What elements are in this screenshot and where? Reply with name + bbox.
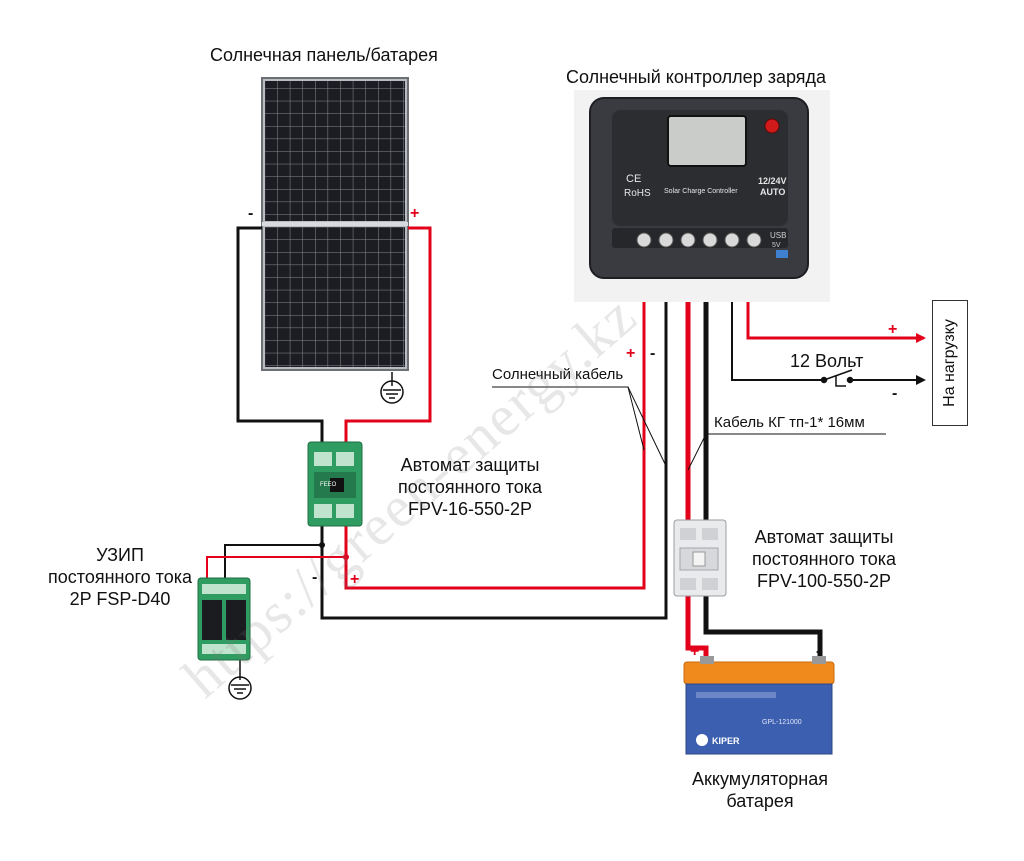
battery-plus-sign: + — [690, 643, 700, 660]
load-switch-symbol — [820, 369, 854, 387]
spd-label-line3: 2P FSP-D40 — [69, 589, 171, 609]
controller-mode-mark: AUTO — [760, 187, 785, 197]
breaker1-brand: FEEO — [320, 482, 337, 488]
kg-cable-label: Кабель КГ тп-1* 16мм — [714, 414, 865, 431]
load-label: На нагрузку — [941, 319, 958, 407]
breaker2-label-line3: FPV-100-550-2P — [756, 571, 892, 591]
spd-label: УЗИП постоянного тока 2P FSP-D40 — [42, 544, 198, 610]
wire-spd-positive — [206, 556, 346, 578]
solar-cable-minus-sign: - — [650, 345, 656, 362]
breaker-100a — [673, 519, 727, 597]
callout-lines — [492, 386, 886, 471]
breaker1-label-line3: FPV-16-550-2P — [407, 499, 533, 519]
battery-brand: KIPER — [712, 736, 740, 746]
wire-spd-negative — [224, 544, 322, 578]
load-box: На нагрузку — [932, 300, 968, 426]
solar-panel-label: Солнечная панель/батарея — [210, 45, 438, 65]
battery-label-line1: Аккумуляторная — [692, 769, 828, 789]
panel-plus-sign: + — [410, 205, 420, 222]
battery-minus-sign: - — [816, 643, 822, 660]
wire-panel-positive — [344, 226, 432, 447]
breaker2-label-line1: Автомат защиты — [754, 527, 894, 547]
spd-minus-sign: - — [312, 569, 318, 586]
spd-device — [197, 577, 251, 661]
battery-label-line2: батарея — [726, 791, 794, 811]
controller-usb-mark: USB — [770, 231, 786, 240]
spd-label-line2: постоянного тока — [48, 567, 192, 587]
charge-controller-label: Солнечный контроллер заряда — [566, 67, 827, 87]
wire-breaker1-negative-out — [320, 292, 668, 620]
controller-rohs-mark: RoHS — [624, 188, 651, 199]
solar-panel — [261, 77, 409, 371]
breaker2-label: Автомат защиты постоянного тока FPV-100-… — [730, 526, 918, 592]
controller-voltage-mark: 12/24V — [758, 176, 787, 186]
battery-label: Аккумуляторная батарея — [672, 768, 848, 812]
controller-name-mark: Solar Charge Controller — [664, 188, 738, 195]
load-minus-sign: - — [892, 385, 898, 402]
wire-panel-negative — [236, 226, 324, 447]
breaker1-label-line1: Автомат защиты — [400, 455, 540, 475]
spd-plus-sign: + — [350, 571, 360, 588]
breaker-16a — [307, 441, 363, 527]
charge-controller — [574, 90, 830, 302]
solar-cable-plus-sign: + — [626, 345, 636, 362]
panel-minus-sign: - — [248, 205, 254, 222]
battery-model: GPL-121000 — [762, 719, 802, 726]
battery — [683, 656, 835, 755]
voltage-label: 12 Вольт — [790, 351, 864, 371]
breaker1-label-line2: постоянного тока — [398, 477, 542, 497]
spd-ground-symbol — [228, 676, 252, 700]
breaker2-label-line2: постоянного тока — [752, 549, 896, 569]
controller-ce-mark: CE — [626, 173, 641, 185]
controller-usb-volt-mark: 5V — [772, 242, 781, 249]
spd-label-line1: УЗИП — [96, 545, 144, 565]
panel-ground-symbol — [380, 372, 404, 404]
solar-cable-label: Солнечный кабель — [492, 366, 624, 383]
wire-load-negative — [731, 265, 822, 381]
load-plus-sign: + — [888, 321, 898, 338]
breaker1-label: Автомат защиты постоянного тока FPV-16-5… — [376, 454, 564, 520]
